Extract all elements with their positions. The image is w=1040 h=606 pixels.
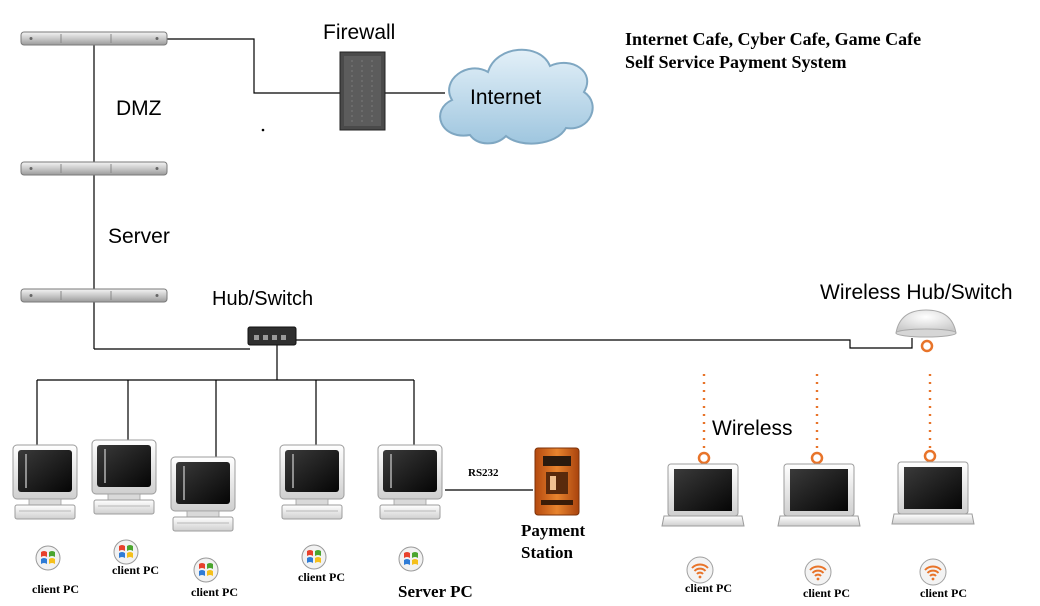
client-pc-label: client PC <box>685 581 732 595</box>
windows-logo-icon <box>398 546 424 572</box>
firewall-label: Firewall <box>323 21 395 44</box>
client-pc-label: client PC <box>298 570 345 584</box>
hub-switch-icon <box>247 326 297 346</box>
workstation-client-3: client PC <box>170 456 238 599</box>
stray-dot <box>261 128 265 132</box>
laptop-client-1: client PC <box>661 451 745 595</box>
hub-switch-label: Hub/Switch <box>212 288 313 310</box>
link-dmz-firewall <box>167 38 340 94</box>
payment-kiosk-icon <box>534 447 580 516</box>
dmz-label: DMZ <box>116 97 162 120</box>
wireless-signals <box>702 374 932 452</box>
cloud-icon <box>439 48 594 145</box>
crt-monitor-icon <box>377 444 443 520</box>
laptop-client-3: client PC <box>891 449 975 600</box>
payment-station-label-line-2: Station <box>521 543 574 562</box>
crt-monitor-icon <box>170 456 236 532</box>
laptop-icon <box>661 463 745 527</box>
crt-monitor-icon <box>91 439 157 515</box>
crt-monitor-icon <box>12 444 78 520</box>
link-hub-wireless-hub <box>296 338 913 349</box>
wireless-hub-switch-label: Wireless Hub/Switch <box>820 281 1013 304</box>
firewall-icon <box>339 51 386 131</box>
wireless-label: Wireless <box>712 417 793 440</box>
windows-logo-icon <box>301 544 327 570</box>
wifi-icon <box>686 556 714 584</box>
wifi-icon <box>919 558 947 586</box>
client-pc-label: client PC <box>803 586 850 600</box>
workstation-client-4: client PC <box>279 444 345 584</box>
client-pc-label: client PC <box>32 582 79 596</box>
workstation-server-pc: Server PC <box>377 444 473 601</box>
laptop-client-2: client PC <box>777 451 861 600</box>
rack-server-icon <box>20 31 168 46</box>
rack-server-icon <box>20 288 168 303</box>
payment-station-label-line-1: Payment <box>521 521 586 540</box>
laptop-icon <box>891 461 975 525</box>
wireless-router-icon <box>895 309 957 353</box>
wifi-icon <box>804 558 832 586</box>
windows-logo-icon <box>35 545 61 571</box>
internet-label: Internet <box>470 86 541 109</box>
crt-monitor-icon <box>279 444 345 520</box>
client-pc-label: client PC <box>920 586 967 600</box>
client-pc-label: client PC <box>112 563 159 577</box>
server-label: Server <box>108 225 170 248</box>
rs232-label: RS232 <box>468 467 499 479</box>
diagram-title-line-2: Self Service Payment System <box>625 52 846 72</box>
rack-server-icon <box>20 161 168 176</box>
laptop-icon <box>777 463 861 527</box>
windows-logo-icon <box>193 557 219 583</box>
connection-lines <box>36 33 913 491</box>
server-pc-label: Server PC <box>398 582 473 601</box>
windows-logo-icon <box>113 539 139 565</box>
client-pc-label: client PC <box>191 585 238 599</box>
diagram-title-line-1: Internet Cafe, Cyber Cafe, Game Cafe <box>625 29 921 49</box>
workstation-client-2: client PC <box>91 439 159 577</box>
workstation-client-1: client PC <box>12 444 79 596</box>
